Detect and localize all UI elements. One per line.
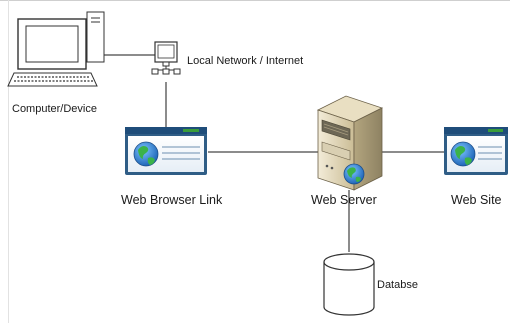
server-tower-globe-icon [316, 95, 384, 191]
database-cylinder-icon [323, 253, 375, 316]
network-terminal-icon [151, 41, 181, 75]
label-web-server: Web Server [311, 193, 377, 207]
label-web-site: Web Site [451, 193, 502, 207]
label-computer-device: Computer/Device [12, 103, 97, 115]
top-border [0, 0, 510, 1]
label-local-network: Local Network / Internet [187, 55, 304, 67]
website-window-globe-icon [444, 127, 508, 175]
label-database: Databse [377, 279, 418, 291]
browser-window-globe-icon [125, 127, 207, 175]
left-border [8, 0, 9, 323]
desktop-computer-icon [7, 11, 105, 87]
label-web-browser-link: Web Browser Link [121, 193, 223, 207]
connector-lines [64, 54, 444, 252]
